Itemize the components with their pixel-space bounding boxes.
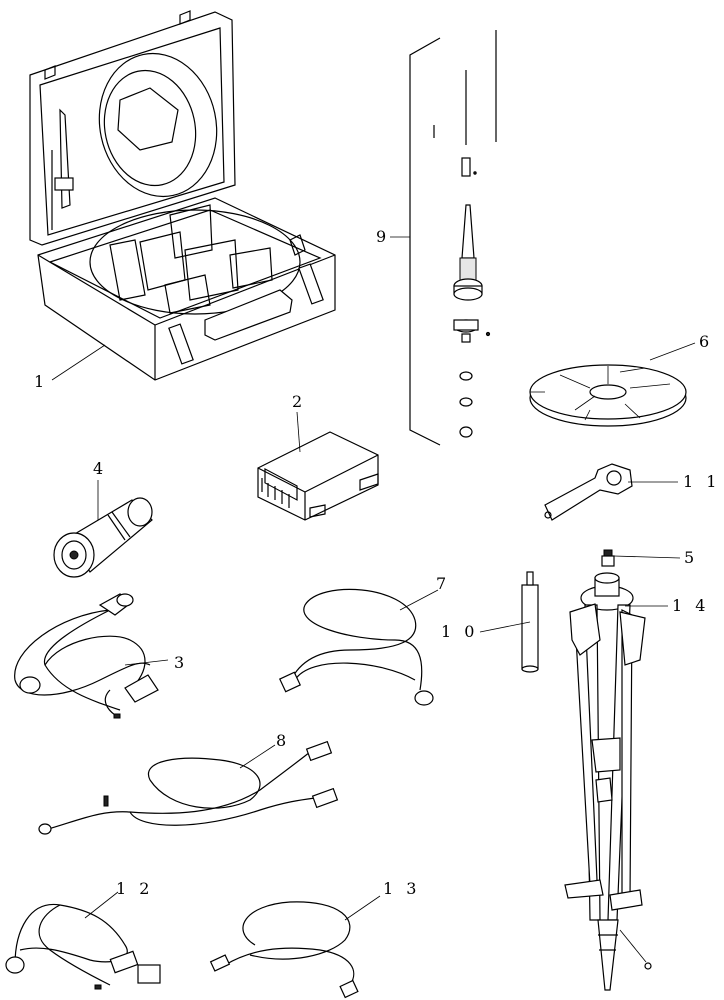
callout-1: 1: [34, 372, 49, 391]
ground-plane-disc: [529, 364, 687, 427]
leader-line-8: [239, 744, 276, 769]
receiver-box: [257, 431, 379, 521]
callout-8: 8: [276, 731, 291, 750]
battery-pack: [53, 497, 153, 578]
callout-6: 6: [699, 332, 714, 351]
coax-cable-7: [278, 588, 434, 706]
spanner-wrench: [544, 463, 633, 521]
callout-2: 2: [292, 392, 307, 411]
callout-3: 3: [174, 653, 189, 672]
cable-assembly-12: [5, 903, 161, 990]
callout-7: 7: [436, 574, 451, 593]
callout-11: 1 1: [683, 472, 721, 491]
cable-assembly-13: [209, 901, 359, 999]
callout-10: 1 0: [441, 622, 479, 641]
callout-4: 4: [93, 459, 108, 478]
leader-line-3: [124, 659, 169, 666]
leader-line-13: [344, 895, 381, 921]
leader-line-10: [479, 621, 531, 633]
callout-14: 1 4: [672, 596, 710, 615]
callout-13: 1 3: [383, 879, 421, 898]
antenna-parts-group: [390, 30, 497, 446]
y-cable-8: [38, 740, 339, 835]
callout-9: 9: [376, 227, 391, 246]
carrying-case: [29, 10, 336, 381]
extension-rod: [521, 571, 539, 673]
callout-5: 5: [684, 548, 699, 567]
leader-line-5: [613, 555, 681, 559]
tripod: [564, 549, 652, 991]
callout-12: 1 2: [116, 879, 154, 898]
leader-line-7: [399, 589, 439, 611]
cable-assembly-3: [14, 593, 159, 719]
leader-line-12: [84, 891, 119, 919]
leader-line-1: [51, 344, 106, 381]
leader-line-2: [296, 411, 301, 453]
leader-line-6: [649, 342, 696, 361]
